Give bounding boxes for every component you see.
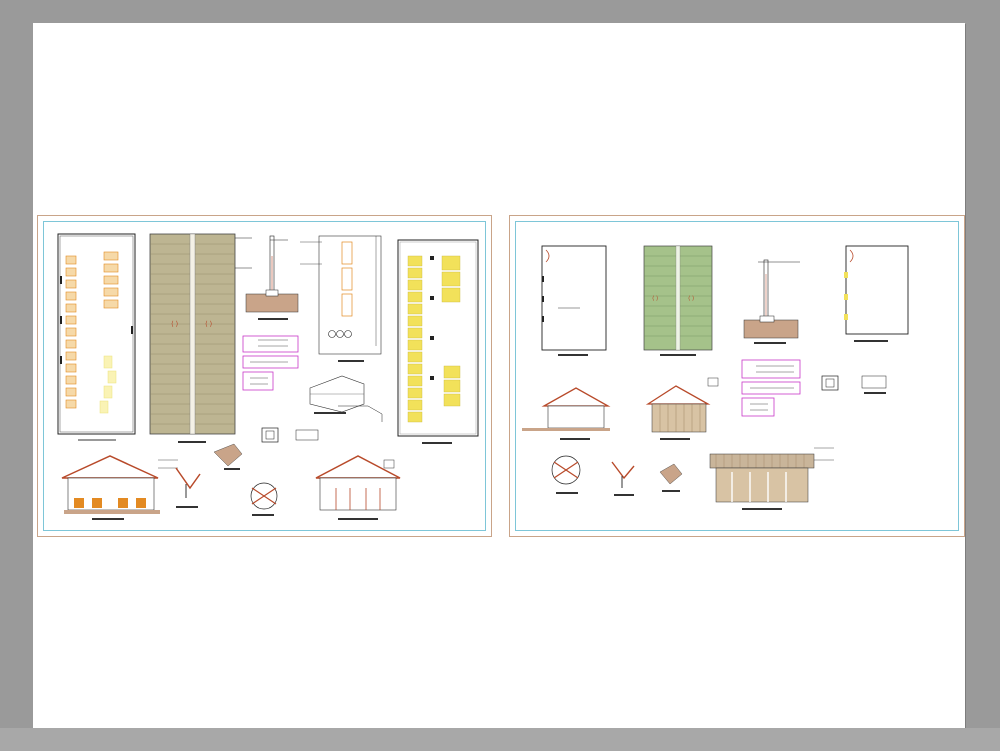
column-detail-2: [743, 259, 800, 344]
column-detail-1: [245, 235, 322, 320]
schedule-tables-2: [741, 359, 801, 417]
section-1: [61, 455, 178, 520]
floor-plan-1: [57, 233, 136, 441]
svg-text:⟨ ⟩: ⟨ ⟩: [205, 320, 213, 328]
footing-detail-2: [821, 375, 887, 394]
svg-text:⟨ ⟩: ⟨ ⟩: [171, 320, 179, 328]
viewer-bottom-margin: [0, 728, 1000, 751]
detail-small-1: [213, 427, 319, 470]
roof-plan-1: ⟨ ⟩ ⟨ ⟩: [149, 233, 252, 443]
elevation-detail-1: [309, 235, 383, 422]
elevation-1: [315, 455, 401, 520]
long-elevation-2: [709, 447, 834, 510]
plan-3: [844, 245, 909, 342]
section-2: [522, 387, 611, 440]
elevation-2: [645, 377, 719, 440]
truss-detail-1: [175, 467, 278, 516]
drawing-sheet-1[interactable]: ⟨ ⟩ ⟨ ⟩: [37, 215, 492, 537]
sheet-1-frame: [43, 221, 486, 531]
sheet-2-frame: [515, 221, 959, 531]
schedule-tables-1: [242, 335, 299, 391]
svg-text:⟨ ⟩: ⟨ ⟩: [688, 295, 694, 302]
sheet-1-drawing: ⟨ ⟩ ⟨ ⟩: [57, 233, 479, 520]
floor-plan-2: [397, 239, 479, 444]
sheet-2-drawing: ⟨ ⟩ ⟨ ⟩: [522, 245, 909, 510]
drawing-sheet-2[interactable]: ⟨ ⟩ ⟨ ⟩: [509, 215, 965, 537]
joint-detail-2: [551, 455, 683, 496]
svg-text:⟨ ⟩: ⟨ ⟩: [652, 295, 658, 302]
plan-2: [541, 245, 607, 356]
roof-plan-2: ⟨ ⟩ ⟨ ⟩: [643, 245, 713, 356]
